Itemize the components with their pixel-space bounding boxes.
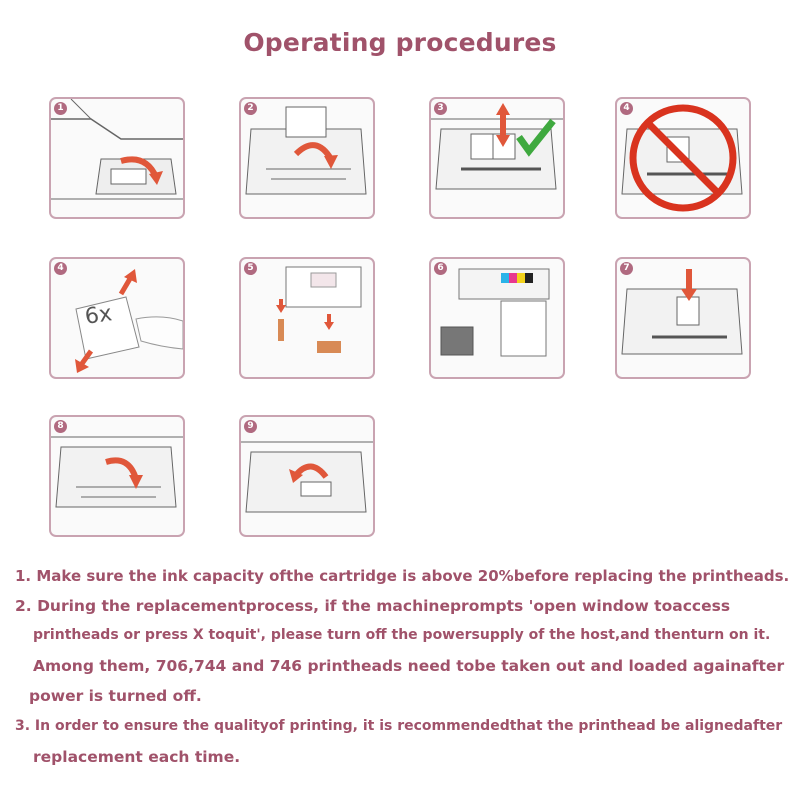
printer-carriage-illustration <box>51 99 183 200</box>
step-number: 1 <box>54 102 67 115</box>
instruction-line: 1. Make sure the ink capacity ofthe cart… <box>15 567 790 585</box>
step-5-panel: 4 6x <box>49 257 185 379</box>
step-number: 5 <box>244 262 257 275</box>
close-latch-illustration <box>51 436 183 508</box>
step-number: 7 <box>620 262 633 275</box>
step-number: 2 <box>244 102 257 115</box>
install-printhead-illustration <box>440 268 550 357</box>
step-number: 3 <box>434 102 447 115</box>
instruction-line: Among them, 706,744 and 746 printheads n… <box>33 657 785 675</box>
page-title: Operating procedures <box>243 28 557 57</box>
remove-caps-illustration <box>276 266 362 353</box>
instruction-line: printheads or press X toquit', please tu… <box>33 627 771 643</box>
step-number: 8 <box>54 420 67 433</box>
close-cover-illustration <box>241 441 373 513</box>
printhead-release-illustration <box>431 103 563 190</box>
step-number: 9 <box>244 420 257 433</box>
step-9-panel: 8 <box>49 415 185 537</box>
insert-printhead-illustration <box>621 269 743 355</box>
step-number: 4 <box>54 262 67 275</box>
instruction-line: power is turned off. <box>29 687 202 705</box>
printer-lid-illustration <box>245 106 367 195</box>
step-3-panel: 3 <box>429 97 565 219</box>
unpack-illustration <box>75 269 183 373</box>
step-number: 6 <box>434 262 447 275</box>
cartridge-count-label: 6x <box>83 301 114 330</box>
step-number: 4 <box>620 102 633 115</box>
instruction-line: replacement each time. <box>33 748 241 766</box>
instruction-line: 2. During the replacementprocess, if the… <box>15 597 731 615</box>
step-6-panel: 5 <box>239 257 375 379</box>
step-1-panel: 1 <box>49 97 185 219</box>
step-2-panel: 2 <box>239 97 375 219</box>
step-10-panel: 9 <box>239 415 375 537</box>
step-7-panel: 6 <box>429 257 565 379</box>
forbidden-action-illustration <box>621 104 743 212</box>
step-8-panel: 7 <box>615 257 751 379</box>
step-4-panel: 4 <box>615 97 751 219</box>
instruction-line: 3. In order to ensure the qualityof prin… <box>15 718 783 734</box>
